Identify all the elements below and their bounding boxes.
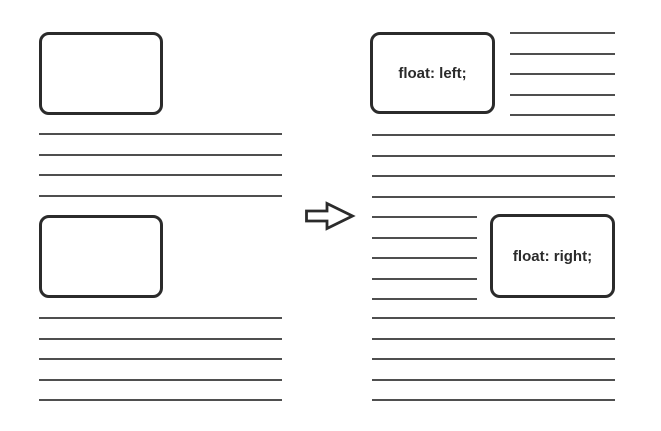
text-line [39,194,282,197]
text-lines-group-beside-float-right [372,216,477,300]
text-line [39,174,282,176]
text-line [372,216,477,218]
text-line [510,73,615,75]
text-lines-group-after-middle [372,134,615,198]
text-lines-group-after-bottom [372,317,615,401]
text-line [372,399,615,401]
text-line [39,378,282,381]
text-line [372,134,615,136]
right-arrow-icon [305,201,356,231]
text-line [372,358,615,360]
text-line [372,298,477,300]
unfloated-box-bottom [39,215,163,298]
text-line [372,257,477,259]
text-line [39,153,282,156]
text-line [372,277,477,280]
text-lines-group-before-bottom [39,317,282,401]
float-right-label: float: right; [512,247,593,265]
text-line [372,378,615,381]
float-left-label: float: left; [398,64,467,82]
text-line [372,236,477,239]
text-line [372,337,615,340]
text-lines-group-before-top [39,133,282,197]
text-line [372,154,615,157]
float-right-box: float: right; [490,214,615,298]
text-line [510,52,615,55]
text-line [510,93,615,96]
before-float-panel [39,0,282,431]
unfloated-box-top [39,32,163,115]
text-line [39,337,282,340]
text-line [372,195,615,198]
text-line [39,399,282,401]
text-line [39,358,282,360]
text-line [372,175,615,177]
text-line [510,114,615,116]
text-line [372,317,615,319]
text-line [39,133,282,135]
text-line [39,317,282,319]
float-left-box: float: left; [370,32,495,114]
after-float-panel: float: left; float: right; [370,0,615,431]
text-lines-group-beside-float-left [510,32,615,116]
text-line [510,32,615,34]
